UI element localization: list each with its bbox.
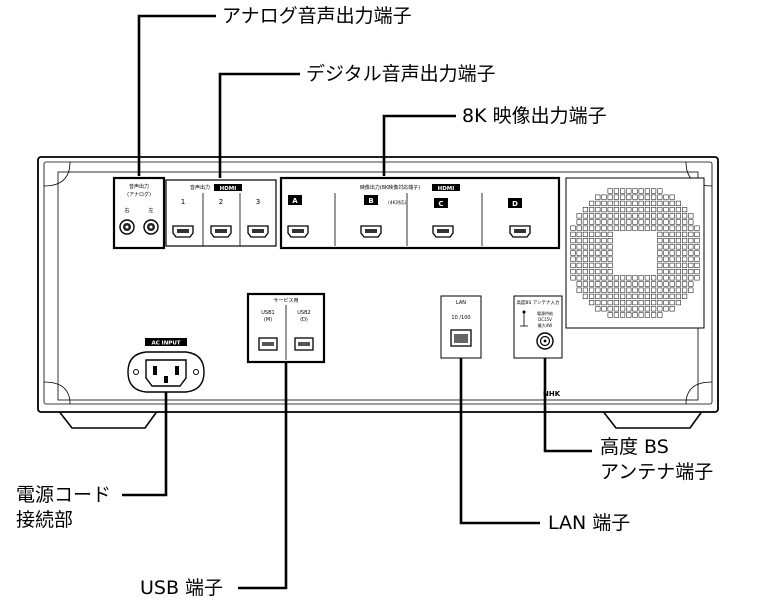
callout-8k-video-out: 8K 映像出力端子 <box>462 105 607 127</box>
lan-block: LAN 10 /100 <box>440 295 482 359</box>
service-header: サービス用 <box>273 297 298 304</box>
fan-grille <box>565 177 705 329</box>
usb-service-block: サービス用 USB1 (M) USB2 (D) <box>246 292 326 364</box>
usb1-label: USB1 <box>261 310 274 316</box>
ac-input: AC INPUT <box>127 338 205 393</box>
lan-port <box>450 329 472 347</box>
usb-port-2 <box>294 337 314 351</box>
lan-speed: 10 /100 <box>451 315 470 321</box>
leader-power <box>122 392 168 497</box>
video-header: 映像出力(8K映像対応端子) <box>360 184 420 191</box>
callout-bs-antenna-line2: アンテナ端子 <box>600 461 714 483</box>
chassis-inner-edge <box>43 161 713 405</box>
f-connector <box>536 332 554 350</box>
hdmi-logo-video: HDMI <box>438 186 455 192</box>
callout-usb: USB 端子 <box>140 577 224 599</box>
hdmi-port-digital-1 <box>172 225 194 238</box>
hdmi-port-digital-2 <box>210 225 232 238</box>
hdmi-port-digital-3 <box>247 225 269 238</box>
video-port-label-d: D <box>512 200 518 208</box>
callout-bs-antenna-line1: 高度 BS <box>600 436 669 458</box>
digital-port-label-1: 1 <box>181 198 185 206</box>
svg-text:最大4W: 最大4W <box>538 322 553 328</box>
digital-header: 音声出力 <box>190 184 210 191</box>
callout-lines <box>122 14 592 590</box>
bs-antenna-block: 高度BS アンテナ入力 電源供給 DC15V 最大4W <box>513 295 563 359</box>
hdmi-logo-digital: HDMI <box>220 186 237 192</box>
analog-sub: (アナログ) <box>127 191 151 198</box>
svg-text:電源供給: 電源供給 <box>537 310 553 316</box>
svg-text:(M): (M) <box>264 317 272 323</box>
hdmi-port-video-c <box>432 225 454 238</box>
leader-bs <box>543 358 592 453</box>
lan-header: LAN <box>456 300 466 306</box>
callout-lan: LAN 端子 <box>548 512 631 534</box>
callout-analog-audio-out: アナログ音声出力端子 <box>222 5 412 27</box>
leader-analog <box>137 14 216 176</box>
leader-usb <box>238 362 288 590</box>
bs-header: 高度BS アンテナ入力 <box>516 299 560 306</box>
brand-mark: NHK <box>543 390 561 398</box>
ac-input-label: AC INPUT <box>151 341 180 347</box>
rca-jack-left <box>143 219 159 235</box>
digital-port-label-3: 3 <box>256 198 260 206</box>
analog-right-label: 左 <box>148 207 153 214</box>
digital-port-label-2: 2 <box>219 198 223 206</box>
video-port-label-a: A <box>292 197 298 205</box>
video-b-note: (4K対応) <box>388 199 407 206</box>
rca-jack-right <box>119 219 135 235</box>
leader-digital <box>218 72 300 178</box>
top-connector-strip: 音声出力 (アナログ) 右 左 音声出力 HDMI 1 2 3 <box>112 176 561 250</box>
video-port-label-b: B <box>368 197 373 205</box>
video-port-label-c: C <box>438 200 443 208</box>
callout-power-cord-line2: 接続部 <box>16 509 74 531</box>
analog-left-label: 右 <box>124 207 129 214</box>
usb2-label: USB2 <box>297 310 310 316</box>
analog-audio-block <box>112 176 166 250</box>
usb-port-1 <box>258 337 278 351</box>
hdmi-port-video-d <box>509 225 531 238</box>
svg-text:(D): (D) <box>300 317 308 323</box>
callout-digital-audio-out: デジタル音声出力端子 <box>306 63 496 85</box>
hdmi-port-video-a <box>287 225 309 238</box>
callout-power-cord-line1: 電源コード <box>16 484 112 506</box>
hdmi-port-video-b <box>360 225 382 238</box>
leader-lan <box>459 358 540 525</box>
leader-8k <box>382 114 456 176</box>
svg-text:DC15V: DC15V <box>538 317 552 322</box>
analog-header: 音声出力 <box>129 183 149 190</box>
